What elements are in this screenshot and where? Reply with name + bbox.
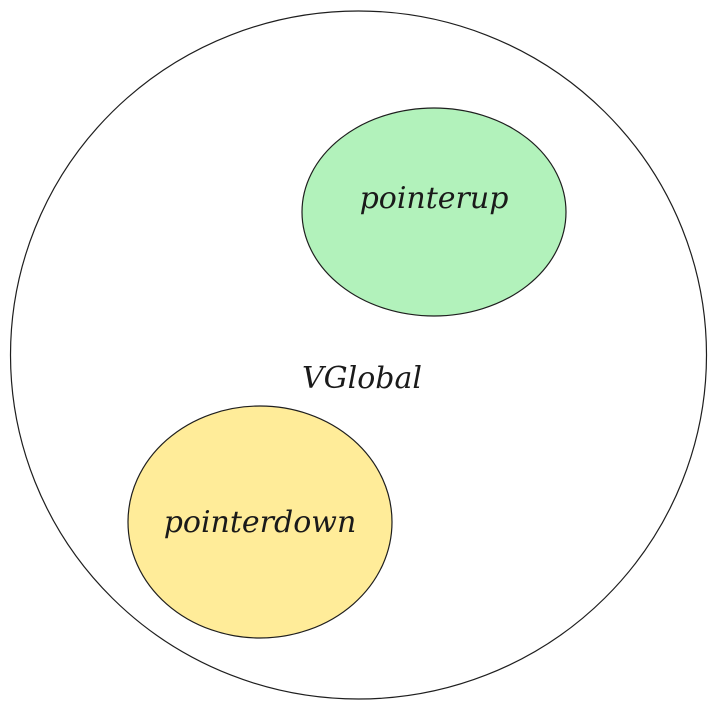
pointerup-label: pointerup <box>360 181 509 216</box>
pointerdown-ellipse[interactable] <box>127 405 393 639</box>
vglobal-label: VGlobal <box>302 361 422 396</box>
pointerdown-label: pointerdown <box>164 505 357 540</box>
pointerup-ellipse[interactable] <box>301 107 567 317</box>
